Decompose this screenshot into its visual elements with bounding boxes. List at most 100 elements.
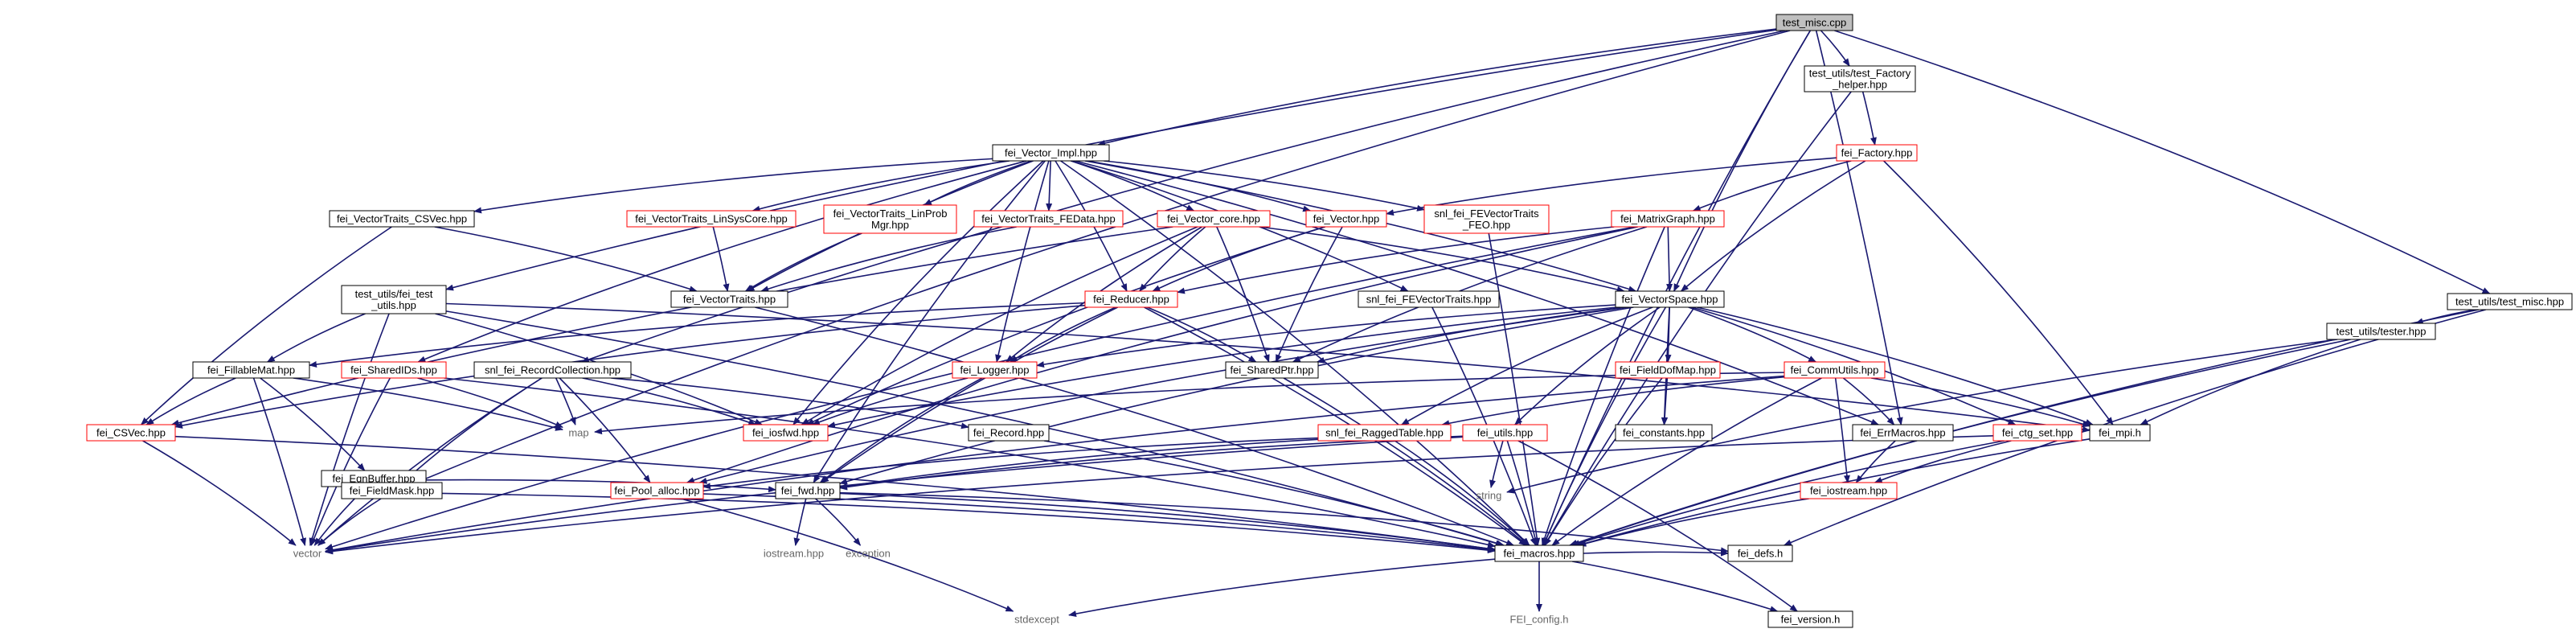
node-ctg-set[interactable]: fei_ctg_set.hpp (1992, 424, 2083, 442)
node-snl-fevt-feo[interactable]: snl_fei_FEVectorTraits_FEO.hpp (1423, 204, 1550, 234)
node-label: fei_defs.h (1738, 548, 1783, 560)
node-reducer[interactable]: fei_Reducer.hpp (1084, 290, 1178, 308)
edge-vector_core-to-csvec (170, 226, 1173, 426)
node-vector-impl[interactable]: fei_Vector_Impl.hpp (992, 144, 1110, 162)
node-iosfwd[interactable]: fei_iosfwd.hpp (743, 424, 829, 442)
node-tu-test-misc[interactable]: test_utils/test_misc.hpp (2447, 293, 2573, 310)
node-snl-recordcoll[interactable]: snl_fei_RecordCollection.hpp (473, 361, 632, 379)
node-constants[interactable]: fei_constants.hpp (1615, 424, 1713, 442)
node-fillablemat[interactable]: fei_FillableMat.hpp (192, 361, 310, 379)
edge-vector_core-to-vectorspace (1259, 226, 1625, 293)
node-tu-tester[interactable]: test_utils/tester.hpp (2326, 323, 2436, 340)
node-box (473, 361, 632, 379)
node-root[interactable]: test_misc.cpp (1775, 14, 1853, 31)
edges-layer (140, 28, 2491, 618)
node-label: test_misc.cpp (1783, 17, 1846, 29)
node-fei-factory[interactable]: fei_Factory.hpp (1836, 144, 1918, 162)
node-matrixgraph[interactable]: fei_MatrixGraph.hpp (1611, 210, 1725, 228)
edge-reducer-to-logger (1009, 306, 1116, 363)
edge-ctg_set-to-iostream (1874, 440, 2012, 483)
edge-snl_recordcoll-to-pool_alloc (559, 377, 651, 483)
node-label: test_utils/test_misc.hpp (2455, 296, 2564, 308)
node-label: fei_Factory.hpp (1841, 147, 1913, 159)
edge-vector_impl-to-errmacros (1075, 160, 1879, 425)
edge-utils-to-version (1517, 440, 1798, 612)
node-vt-fedata[interactable]: fei_VectorTraits_FEData.hpp (973, 210, 1124, 228)
node-vectortraits[interactable]: fei_VectorTraits.hpp (670, 290, 788, 308)
node-box (341, 361, 447, 379)
edge-vector_impl-to-logger (995, 160, 1050, 363)
node-snl-fevt[interactable]: snl_fei_FEVectorTraits.hpp (1358, 290, 1500, 308)
node-sharedids[interactable]: fei_SharedIDs.hpp (341, 361, 447, 379)
node-label: test_utils/tester.hpp (2336, 326, 2426, 338)
node-box (2447, 293, 2573, 310)
node-mpi[interactable]: fei_mpi.h (2089, 424, 2151, 442)
node-box (1727, 545, 1793, 562)
edge-fillablemat-to-vector (252, 377, 306, 546)
edge-fwd-to-macros (839, 492, 1496, 553)
node-box (1800, 482, 1898, 499)
node-label: snl_fei_RecordCollection.hpp (485, 364, 620, 376)
node-raggedtable[interactable]: snl_fei_RaggedTable.hpp (1317, 424, 1452, 442)
node-box (1767, 610, 1853, 628)
node-vector-core[interactable]: fei_Vector_core.hpp (1157, 210, 1271, 228)
node-box (968, 424, 1050, 442)
node-iostream[interactable]: fei_iostream.hpp (1800, 482, 1898, 499)
node-fieldmask[interactable]: fei_FieldMask.hpp (341, 482, 443, 499)
node-string: string (1476, 490, 1502, 502)
node-box (2326, 323, 2436, 340)
edge-fielddofmap-to-macros (1544, 377, 1663, 546)
edge-tu_factory_helper-to-fei_factory (1861, 91, 1877, 146)
node-logger[interactable]: fei_Logger.hpp (952, 361, 1038, 379)
node-box (1615, 361, 1721, 379)
edge-vector_impl-to-vt_linsyscore (752, 160, 1010, 212)
node-tu-fei-test-utils[interactable]: test_utils/fei_test_utils.hpp (341, 285, 447, 314)
edge-matrixgraph-to-vectorspace (1666, 226, 1673, 292)
edge-fillablemat-to-eqnbuffer (260, 377, 366, 471)
edge-fwd-to-exception (815, 498, 862, 546)
node-label: fei_VectorSpace.hpp (1622, 294, 1718, 306)
node-macros[interactable]: fei_macros.hpp (1494, 545, 1584, 562)
edge-reducer-to-macros (1144, 306, 1527, 546)
node-record[interactable]: fei_Record.hpp (968, 424, 1050, 442)
node-utils[interactable]: fei_utils.hpp (1462, 424, 1548, 442)
node-version[interactable]: fei_version.h (1767, 610, 1853, 628)
node-fwd[interactable]: fei_fwd.hpp (775, 482, 841, 499)
edge-reducer-to-csvec (174, 304, 1086, 429)
node-csvec[interactable]: fei_CSVec.hpp (86, 424, 176, 442)
node-label: fei_macros.hpp (1504, 548, 1575, 560)
edge-fieldmask-to-vector (317, 498, 382, 546)
edge-root-to-macros (1542, 30, 1811, 546)
edge-snl_recordcoll-to-fieldmask (402, 377, 543, 483)
edge-commutils-to-macros (1551, 377, 1822, 546)
node-commutils[interactable]: fei_CommUtils.hpp (1784, 361, 1886, 379)
node-tu-factory-helper[interactable]: test_utils/test_Factory_helper.hpp (1804, 65, 1916, 92)
edge-vector_impl-to-vt_fedata (1046, 160, 1053, 212)
node-fielddofmap[interactable]: fei_FieldDofMap.hpp (1615, 361, 1721, 379)
edge-vectorspace-to-iosfwd (827, 306, 1617, 429)
node-sharedptr[interactable]: fei_SharedPtr.hpp (1225, 361, 1319, 379)
node-vectorspace[interactable]: fei_VectorSpace.hpp (1615, 290, 1725, 308)
edge-tu_fei_test_utils-to-mpi (445, 302, 2091, 433)
edge-vectorspace-to-pool_alloc (698, 306, 1628, 484)
node-box (775, 482, 841, 499)
node-fei-vector[interactable]: fei_Vector.hpp (1305, 210, 1387, 228)
node-vt-linsyscore[interactable]: fei_VectorTraits_LinSysCore.hpp (626, 210, 797, 228)
node-vt-csvec[interactable]: fei_VectorTraits_CSVec.hpp (329, 210, 475, 228)
node-defs[interactable]: fei_defs.h (1727, 545, 1793, 562)
node-box (1423, 204, 1550, 234)
edge-reducer-to-fillablemat (309, 302, 1086, 368)
edge-vectorspace-to-utils (1514, 306, 1661, 425)
node-errmacros[interactable]: fei_ErrMacros.hpp (1852, 424, 1954, 442)
node-box (1225, 361, 1319, 379)
node-label: fei_ctg_set.hpp (2002, 427, 2073, 439)
edge-vectorspace-to-macros (1542, 306, 1667, 546)
node-exception: exception (846, 548, 891, 560)
edge-sharedids-to-macros (444, 377, 1496, 549)
node-pool-alloc[interactable]: fei_Pool_alloc.hpp (610, 482, 704, 499)
edge-matrixgraph-to-macros (1541, 226, 1665, 546)
edge-root-to-fieldmask (415, 30, 1791, 483)
